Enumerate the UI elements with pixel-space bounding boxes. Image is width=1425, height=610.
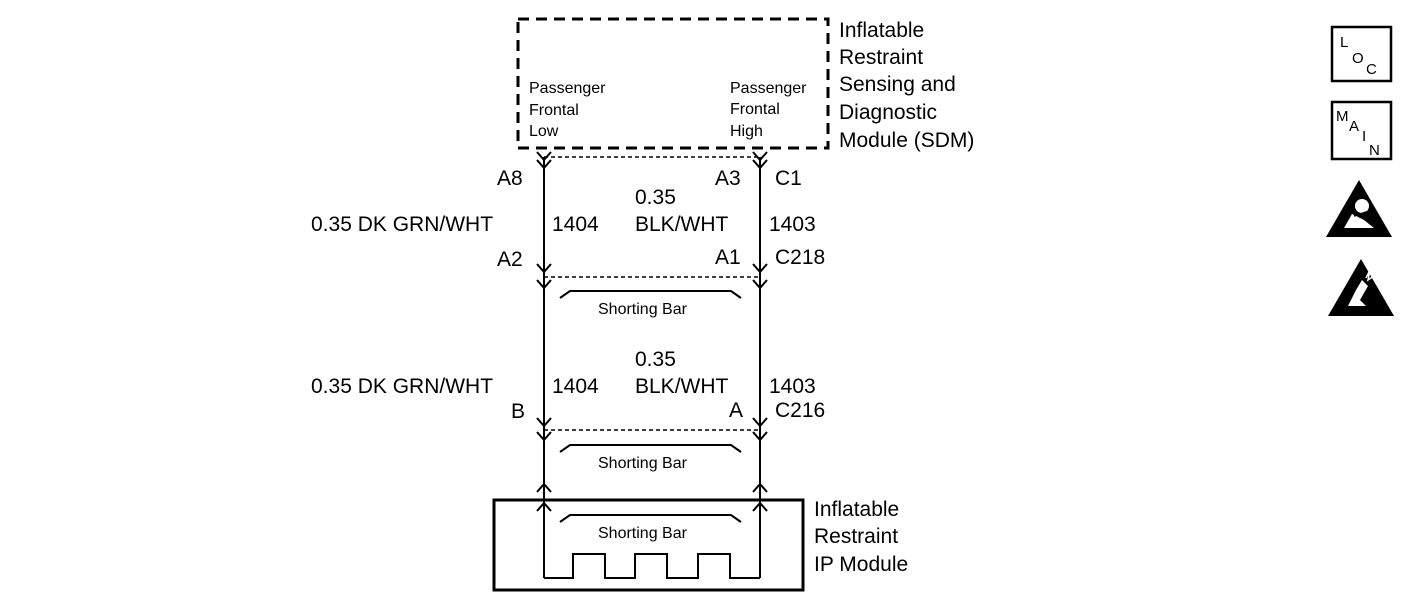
seg1-terminal-a2: A2 [497,248,523,271]
seg2-circuit-right: 1403 [769,375,816,398]
seg2-circuit-left: 1404 [552,375,599,398]
connector-c218: C218 [775,246,825,269]
main-icon-letter-m: M [1336,108,1349,125]
connector-c216: C216 [775,399,825,422]
seg2-wire-right-gauge: 0.35 [635,348,676,371]
shorting-bar-2-label: Shorting Bar [598,455,688,472]
loc-icon-letter-c: C [1366,61,1377,78]
shorting-bar-1-label: Shorting Bar [598,301,688,318]
sdm-connector-c1: C1 [775,167,802,190]
sdm-pin-right-line3: High [730,123,763,140]
seg1-circuit-right: 1403 [769,213,816,236]
loc-icon-letter-l: L [1340,34,1348,51]
sdm-box [516,17,830,150]
seg2-wire-left: 0.35 DK GRN/WHT [311,375,493,398]
sdm-title-line4: Diagnostic [839,101,937,124]
loc-icon-letter-o: O [1352,50,1364,67]
sdm-title-line1: Inflatable [839,19,924,42]
sdm-title-line3: Sensing and [839,73,956,96]
seg1-circuit-left: 1404 [552,213,599,236]
ip-module-title-line3: IP Module [814,553,908,576]
ip-module-title-line2: Restraint [814,525,898,548]
sdm-pin-left-line3: Low [529,123,559,140]
shorting-bar-3-shape [559,514,742,523]
sdm-pin-right-line2: Frontal [730,101,780,118]
seg2-terminal-b: B [511,400,525,423]
terminal-chevrons [536,151,768,493]
sdm-title-line2: Restraint [839,46,923,69]
seg1-wire-right-gauge: 0.35 [635,186,676,209]
shorting-bar-2-shape [559,444,742,453]
ip-module-title-line1: Inflatable [814,498,899,521]
main-icon-letter-a: A [1349,118,1359,135]
seg1-terminal-a1: A1 [715,246,741,269]
airbag-deployment-element [544,553,760,579]
seg1-wire-left: 0.35 DK GRN/WHT [311,213,493,236]
ip-module-box [492,498,805,592]
ip-module-arrow-left [536,501,552,512]
seg2-wire-right-color: BLK/WHT [635,375,729,398]
sdm-terminal-a8: A8 [497,167,523,190]
main-icon[interactable]: M A I N [1330,100,1393,161]
sdm-terminal-a3: A3 [715,167,741,190]
sdm-title-line5: Module (SDM) [839,129,974,152]
shorting-bar-1-shape [559,290,742,299]
shorting-bar-3-label: Shorting Bar [598,525,688,542]
main-icon-letter-n: N [1369,142,1380,159]
sdm-pin-right-line1: Passenger [730,80,807,97]
ip-module-arrow-right [752,501,768,512]
loc-icon[interactable]: L O C [1330,25,1393,83]
airbag-warning-icon[interactable] [1326,180,1392,237]
sdm-pin-left-line1: Passenger [529,80,606,97]
esd-warning-icon[interactable] [1328,259,1394,316]
main-icon-letter-i: I [1362,128,1366,145]
seg1-wire-right-color: BLK/WHT [635,213,729,236]
seg2-terminal-a: A [729,399,743,422]
sdm-pin-left-line2: Frontal [529,102,579,119]
